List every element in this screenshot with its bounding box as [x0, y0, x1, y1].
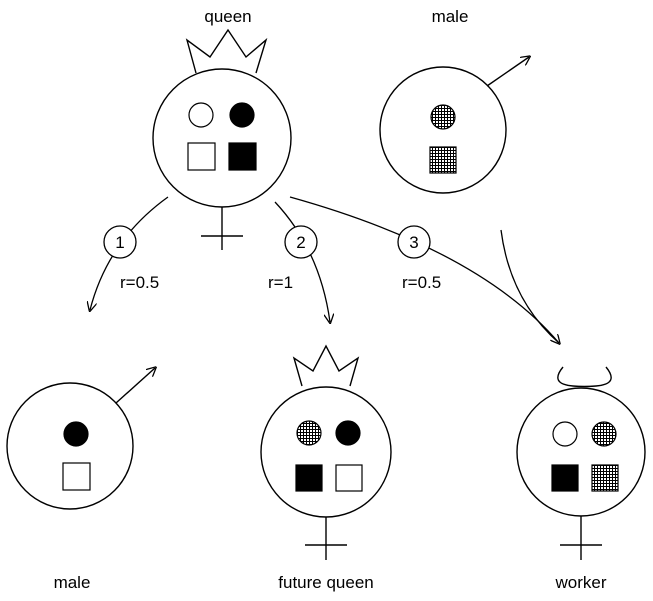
pathway-1-number: 1 [115, 233, 124, 252]
pathway-1-relatedness: r=0.5 [120, 273, 159, 292]
bottom-male-label: male [54, 573, 91, 592]
top-male-chromosome-hatched-square [429, 146, 457, 174]
queen-chromosome-solid-square [228, 142, 257, 171]
mars-symbol-icon [115, 368, 155, 404]
pathway-3-number: 3 [409, 233, 418, 252]
queen-chromosome-empty-square [187, 142, 216, 171]
pathway-3-relatedness: r=0.5 [402, 273, 441, 292]
venus-symbol-icon [305, 517, 347, 560]
pathway-1-number-circle [103, 225, 137, 259]
pathway-2: 2 r=1 [268, 225, 318, 292]
pathway-2-number-circle [284, 225, 318, 259]
top-male-allele-hatched-circle [430, 104, 456, 130]
queen-allele-solid-circle [229, 102, 255, 128]
mars-symbol-icon [486, 57, 529, 87]
queen-node: queen [152, 7, 292, 250]
pathway-2-arrow [274, 201, 330, 322]
future-queen-chromosome-empty-square [335, 464, 363, 492]
pathway-3: 3 r=0.5 [397, 225, 441, 292]
future-queen-body-circle [260, 386, 392, 518]
worker-node: worker [516, 366, 646, 592]
worker-chromosome-solid-square [551, 464, 579, 492]
antennae-icon [557, 366, 612, 388]
future-queen-allele-solid-circle [335, 420, 361, 446]
worker-allele-empty-circle [552, 421, 578, 447]
top-male-node: male [379, 7, 529, 194]
queen-body-circle [152, 68, 292, 208]
pathway-2-number: 2 [296, 233, 305, 252]
pathway-2-relatedness: r=1 [268, 273, 293, 292]
top-male-label: male [432, 7, 469, 26]
pathway-3-number-circle [397, 225, 431, 259]
worker-chromosome-hatched-square [591, 464, 619, 492]
top-male-body-circle [379, 66, 507, 194]
venus-symbol-icon [201, 207, 243, 250]
bottom-male-node: male [6, 368, 155, 592]
crown-icon [185, 28, 268, 74]
male-to-worker-arrow [500, 229, 560, 344]
bottom-male-body-circle [6, 382, 134, 510]
future-queen-label: future queen [278, 573, 373, 592]
bottom-male-allele-solid-circle [63, 421, 89, 447]
future-queen-chromosome-solid-square [295, 464, 323, 492]
worker-label: worker [554, 573, 606, 592]
worker-allele-hatched-circle [591, 421, 617, 447]
venus-symbol-icon [560, 516, 602, 560]
future-queen-node: future queen [260, 344, 392, 592]
bottom-male-chromosome-empty-square [62, 462, 91, 491]
pathway-1: 1 r=0.5 [103, 225, 159, 292]
worker-body-circle [516, 387, 646, 517]
queen-label: queen [204, 7, 251, 26]
queen-allele-empty-circle [188, 102, 214, 128]
crown-icon [292, 344, 360, 387]
pathway-arrows [90, 196, 560, 344]
future-queen-allele-hatched-circle [296, 420, 322, 446]
